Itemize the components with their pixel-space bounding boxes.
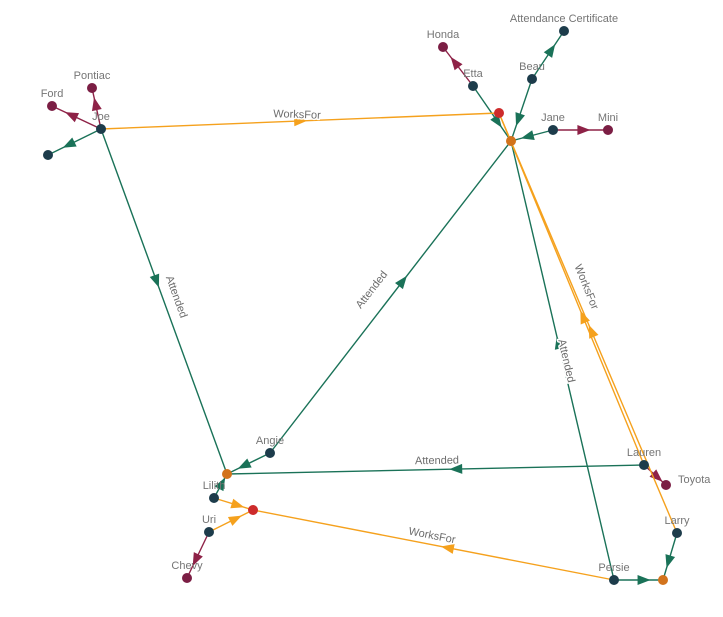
node-event_bl[interactable] bbox=[222, 469, 232, 479]
edge-arrow-icon bbox=[543, 44, 556, 58]
edge-label-persie-event_top: Attended bbox=[555, 338, 577, 384]
node-label-toyota: Toyota bbox=[678, 474, 711, 486]
edge-arrow-icon bbox=[515, 112, 525, 127]
edge-arrow-icon bbox=[450, 56, 463, 71]
edge-arrow-icon bbox=[395, 275, 407, 290]
edge-arrow-icon bbox=[637, 575, 651, 585]
node-lilith[interactable] bbox=[209, 493, 219, 503]
edge-persie-company_bl bbox=[252, 509, 615, 581]
node-label-beau: Beau bbox=[519, 61, 545, 73]
node-jane[interactable] bbox=[548, 125, 558, 135]
edge-arrow-icon bbox=[214, 477, 226, 492]
node-label-mini: Mini bbox=[598, 112, 618, 124]
edge-label-lauren-event_bl: Attended bbox=[415, 455, 459, 468]
node-company_bl[interactable] bbox=[248, 505, 258, 515]
node-chevy[interactable] bbox=[182, 573, 192, 583]
node-label-etta: Etta bbox=[463, 68, 483, 80]
node-uri[interactable] bbox=[204, 527, 214, 537]
node-label-lauren: Lauren bbox=[627, 447, 661, 459]
node-joe[interactable] bbox=[96, 124, 106, 134]
node-label-larry: Larry bbox=[664, 515, 690, 527]
node-mini[interactable] bbox=[603, 125, 613, 135]
edge-persie-event_top bbox=[510, 140, 615, 581]
node-lauren[interactable] bbox=[639, 460, 649, 470]
edge-arrow-icon bbox=[449, 463, 463, 474]
edge-arrow-icon bbox=[293, 116, 308, 127]
node-label-cert: Attendance Certificate bbox=[510, 13, 618, 25]
edge-arrow-icon bbox=[65, 112, 80, 123]
edge-label-persie-company_bl: WorksFor bbox=[408, 525, 457, 546]
edge-labels-layer: AttendedAttendedAttendedAttendedWorksFor… bbox=[161, 107, 602, 548]
edge-label-joe-event_bl: Attended bbox=[163, 274, 189, 319]
node-beau[interactable] bbox=[527, 74, 537, 84]
edge-angie-event_top bbox=[269, 140, 512, 454]
edge-joe-unknown1 bbox=[47, 128, 102, 156]
edge-arrow-icon bbox=[554, 335, 565, 350]
node-label-persie: Persie bbox=[598, 562, 629, 574]
edge-beau-event_top bbox=[510, 78, 533, 142]
node-etta[interactable] bbox=[468, 81, 478, 91]
node-label-ford: Ford bbox=[41, 88, 64, 100]
edges-layer bbox=[47, 30, 678, 585]
edge-arrow-icon bbox=[149, 273, 160, 288]
node-label-pontiac: Pontiac bbox=[74, 70, 111, 82]
node-toyota[interactable] bbox=[661, 480, 671, 490]
edge-arrow-icon bbox=[91, 97, 102, 112]
node-label-lilith: Lilith bbox=[203, 480, 226, 492]
edge-arrow-icon bbox=[577, 125, 591, 135]
edge-joe-event_bl bbox=[100, 128, 228, 475]
edge-label-lauren-company_top: WorksFor bbox=[572, 263, 601, 312]
edge-arrow-icon bbox=[230, 498, 245, 509]
node-honda[interactable] bbox=[438, 42, 448, 52]
node-label-jane: Jane bbox=[541, 112, 565, 124]
edge-arrow-icon bbox=[520, 130, 535, 140]
node-event_top[interactable] bbox=[506, 136, 516, 146]
edge-arrow-icon bbox=[192, 552, 203, 567]
node-persie[interactable] bbox=[609, 575, 619, 585]
node-ford[interactable] bbox=[47, 101, 57, 111]
edge-arrow-icon bbox=[665, 554, 676, 569]
node-company_top[interactable] bbox=[494, 108, 504, 118]
node-cert[interactable] bbox=[559, 26, 569, 36]
nodes-layer bbox=[43, 26, 682, 585]
edge-arrow-icon bbox=[227, 515, 242, 526]
edge-lauren-event_bl bbox=[226, 464, 645, 475]
node-label-uri: Uri bbox=[202, 514, 216, 526]
edge-arrow-icon bbox=[237, 458, 252, 469]
edge-arrow-icon bbox=[440, 544, 455, 554]
node-label-honda: Honda bbox=[427, 29, 460, 41]
edge-label-joe-company_top: WorksFor bbox=[273, 108, 321, 122]
node-angie[interactable] bbox=[265, 448, 275, 458]
node-larry[interactable] bbox=[672, 528, 682, 538]
node-event_br[interactable] bbox=[658, 575, 668, 585]
edge-arrow-icon bbox=[62, 137, 77, 148]
node-label-angie: Angie bbox=[256, 435, 284, 447]
node-pontiac[interactable] bbox=[87, 83, 97, 93]
edge-arrow-icon bbox=[649, 469, 663, 482]
node-unknown1[interactable] bbox=[43, 150, 53, 160]
edge-arrow-icon bbox=[588, 324, 599, 339]
node-label-joe: Joe bbox=[92, 111, 110, 123]
node-label-chevy: Chevy bbox=[171, 560, 203, 572]
